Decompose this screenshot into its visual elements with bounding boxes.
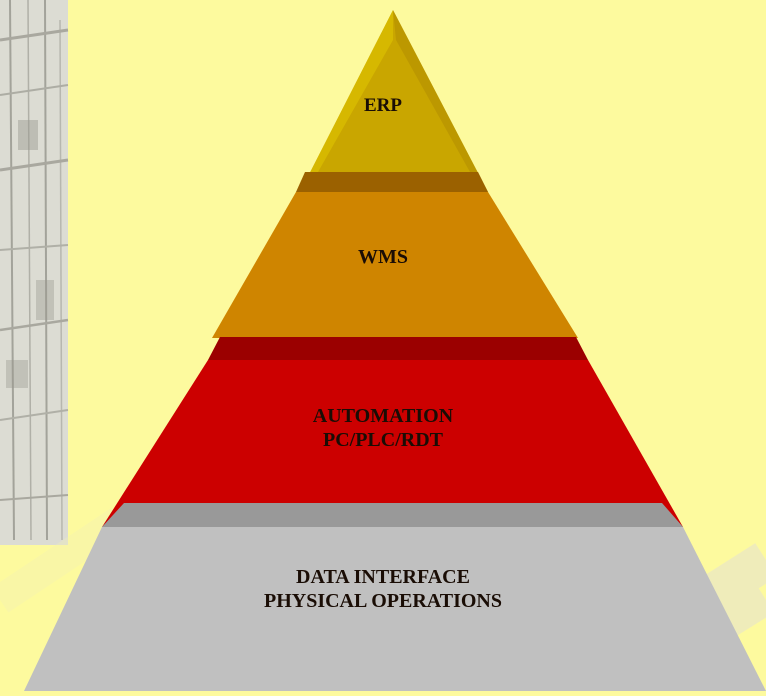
background-photo bbox=[0, 0, 69, 545]
tier-automation bbox=[102, 360, 683, 527]
tier-erp-label: ERP bbox=[364, 95, 402, 116]
tier-wms-band bbox=[208, 337, 588, 360]
tier-erp-highlight bbox=[300, 10, 393, 192]
tier-wms-label: WMS bbox=[358, 246, 408, 268]
tier-data bbox=[24, 527, 766, 691]
tier-erp-band bbox=[296, 172, 488, 192]
tier-wms bbox=[212, 192, 578, 338]
tier-data-label: DATA INTERFACE PHYSICAL OPERATIONS bbox=[263, 566, 502, 612]
tier-automation-band bbox=[102, 503, 683, 527]
tier-automation-label: AUTOMATION PC/PLC/RDT bbox=[312, 405, 454, 451]
tier-erp-shade bbox=[393, 10, 488, 192]
tier-erp bbox=[300, 10, 488, 192]
